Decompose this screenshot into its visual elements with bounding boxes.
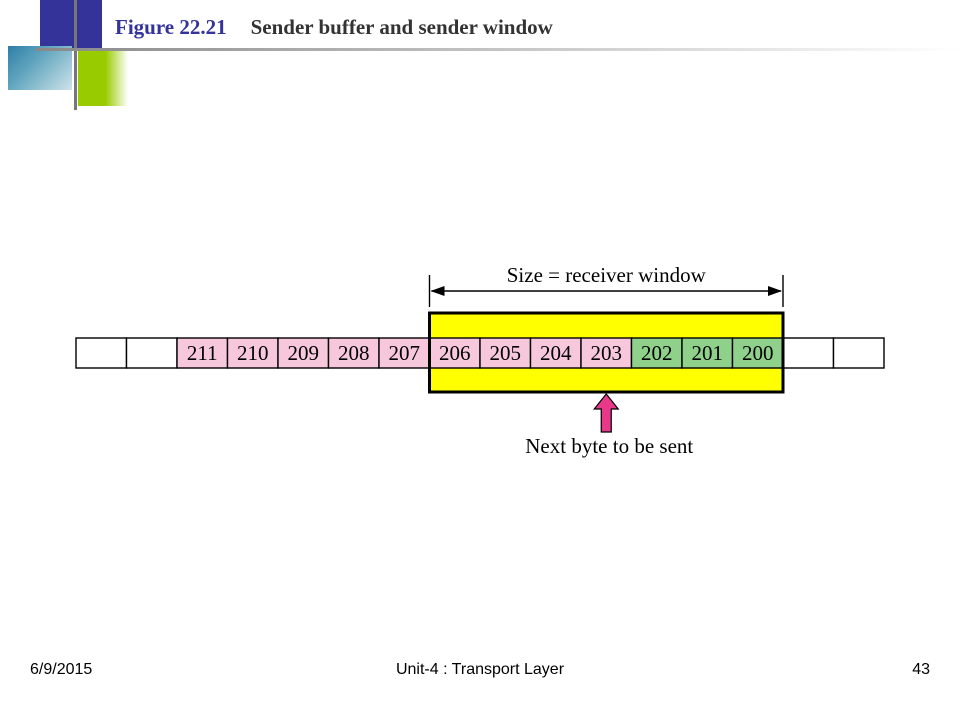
byte-number: 204 (540, 341, 572, 365)
window-border (428, 311, 785, 394)
byte-number: 203 (591, 341, 623, 365)
buffer-cell (580, 337, 633, 369)
marker-left-arrowhead (430, 286, 445, 296)
decorative-square-green (78, 50, 128, 106)
decorative-square-blue (40, 0, 102, 50)
decorative-horizontal-line (36, 48, 960, 51)
window-size-marker (428, 275, 784, 307)
figure-title: Sender buffer and sender window (250, 15, 553, 39)
sender-window-frame (428, 311, 785, 394)
buffer-cell (529, 337, 582, 369)
buffer-cell (832, 337, 885, 369)
byte-number: 209 (288, 341, 320, 365)
footer-page-number: 43 (912, 661, 930, 678)
decorative-square-teal (8, 46, 72, 90)
buffer-cell (125, 337, 178, 369)
buffer-cell (176, 337, 229, 369)
byte-number: 208 (338, 341, 370, 365)
next-byte-label: Next byte to be sent (525, 434, 693, 458)
byte-number: 205 (490, 341, 522, 365)
buffer-cell (782, 337, 835, 369)
byte-number: 202 (641, 341, 673, 365)
buffer-cell (327, 337, 380, 369)
figure-number: Figure 22.21 (115, 15, 227, 39)
footer-course-title: Unit-4 : Transport Layer (395, 661, 565, 678)
buffer-cells: 211 210 209 208 207 206 205 204 203 202 201 200 (75, 337, 885, 369)
marker-right-arrowhead (768, 286, 782, 296)
buffer-cell (428, 337, 481, 369)
byte-number: 201 (692, 341, 724, 365)
buffer-cell (731, 337, 784, 369)
buffer-cell (681, 337, 734, 369)
buffer-cell (75, 337, 128, 369)
byte-number: 211 (187, 341, 218, 365)
next-byte-arrow (593, 393, 620, 433)
buffer-cell (226, 337, 279, 369)
buffer-cell (630, 337, 683, 369)
footer-date: 6/9/2015 (30, 661, 93, 678)
buffer-cell (378, 337, 431, 369)
byte-number: 206 (439, 341, 471, 365)
byte-number: 200 (742, 341, 774, 365)
byte-number: 207 (389, 341, 421, 365)
decorative-vertical-line (74, 0, 77, 110)
window-size-label: Size = receiver window (507, 263, 707, 287)
slide-title: Figure 22.21 Sender buffer and sender win… (115, 15, 553, 40)
next-byte-arrow-shape (593, 393, 620, 433)
byte-number: 210 (237, 341, 269, 365)
